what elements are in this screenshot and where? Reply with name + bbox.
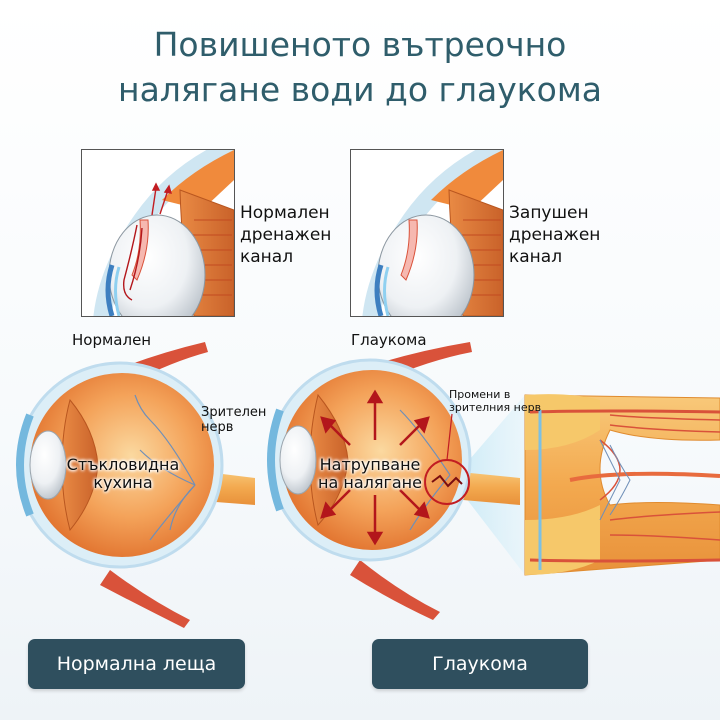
leader-line (446, 413, 453, 461)
title-line-1: Повишеното вътреочно (153, 25, 567, 64)
normal-lens-button[interactable]: Нормална леща (28, 639, 245, 689)
pressure-arrows (320, 389, 430, 546)
vitreous-label-line-1: Стъкловидна (66, 455, 180, 474)
enlarged-optic-nerve (524, 394, 720, 576)
blocked-drainage-label-line-2: дренажен (509, 225, 601, 245)
page-title: Повишеното вътреочно налягане води до гл… (0, 22, 720, 112)
title-line-2: налягане води до глаукома (118, 70, 602, 109)
blocked-drainage-inset (350, 149, 504, 317)
normal-drainage-label: Нормален дренажен канал (240, 202, 331, 268)
lens-glaucoma (279, 425, 317, 495)
nerve-changes-label: Промени в зрителния нерв (449, 388, 541, 414)
vitreous-cavity-label: Стъкловидна кухина (66, 456, 180, 492)
optic-nerve-label-line-2: нерв (201, 420, 234, 435)
glaucoma-eye (267, 342, 525, 620)
normal-drainage-label-line-3: канал (240, 247, 294, 267)
pressure-label-line-2: на налягане (318, 473, 422, 492)
glaucoma-eye-heading: Глаукома (351, 331, 427, 349)
nerve-damage-zigzag (431, 474, 463, 488)
normal-drainage-illustration (82, 150, 234, 316)
pressure-buildup-label: Натрупване на налягане (318, 456, 422, 492)
blocked-drainage-label-line-1: Запушен (509, 203, 589, 223)
normal-drainage-label-line-1: Нормален (240, 203, 330, 223)
vitreous-label-line-2: кухина (93, 473, 153, 492)
cornea-glaucoma (267, 408, 284, 512)
optic-nerve-label-line-1: Зрителен (201, 405, 267, 420)
normal-eye-heading: Нормален (72, 331, 152, 349)
blocked-drainage-label: Запушен дренажен канал (509, 202, 600, 268)
normal-eye (16, 342, 255, 628)
pressure-label-line-1: Натрупване (319, 455, 421, 474)
lens (29, 430, 67, 500)
optic-nerve-label: Зрителен нерв (201, 405, 266, 435)
blocked-drainage-label-line-3: канал (509, 247, 563, 267)
nerve-changes-label-line-1: Промени в (449, 388, 511, 401)
retinal-vessels (134, 394, 196, 541)
blocked-drainage-illustration (351, 150, 503, 316)
normal-drainage-inset (81, 149, 235, 317)
lower-muscle-glaucoma (350, 560, 440, 620)
lower-muscle (100, 570, 190, 628)
glaucoma-button[interactable]: Глаукома (372, 639, 588, 689)
retinal-vessels-glaucoma (399, 409, 451, 531)
nerve-changes-label-line-2: зрителния нерв (449, 401, 542, 414)
normal-drainage-label-line-2: дренажен (240, 225, 332, 245)
cornea (16, 413, 34, 517)
